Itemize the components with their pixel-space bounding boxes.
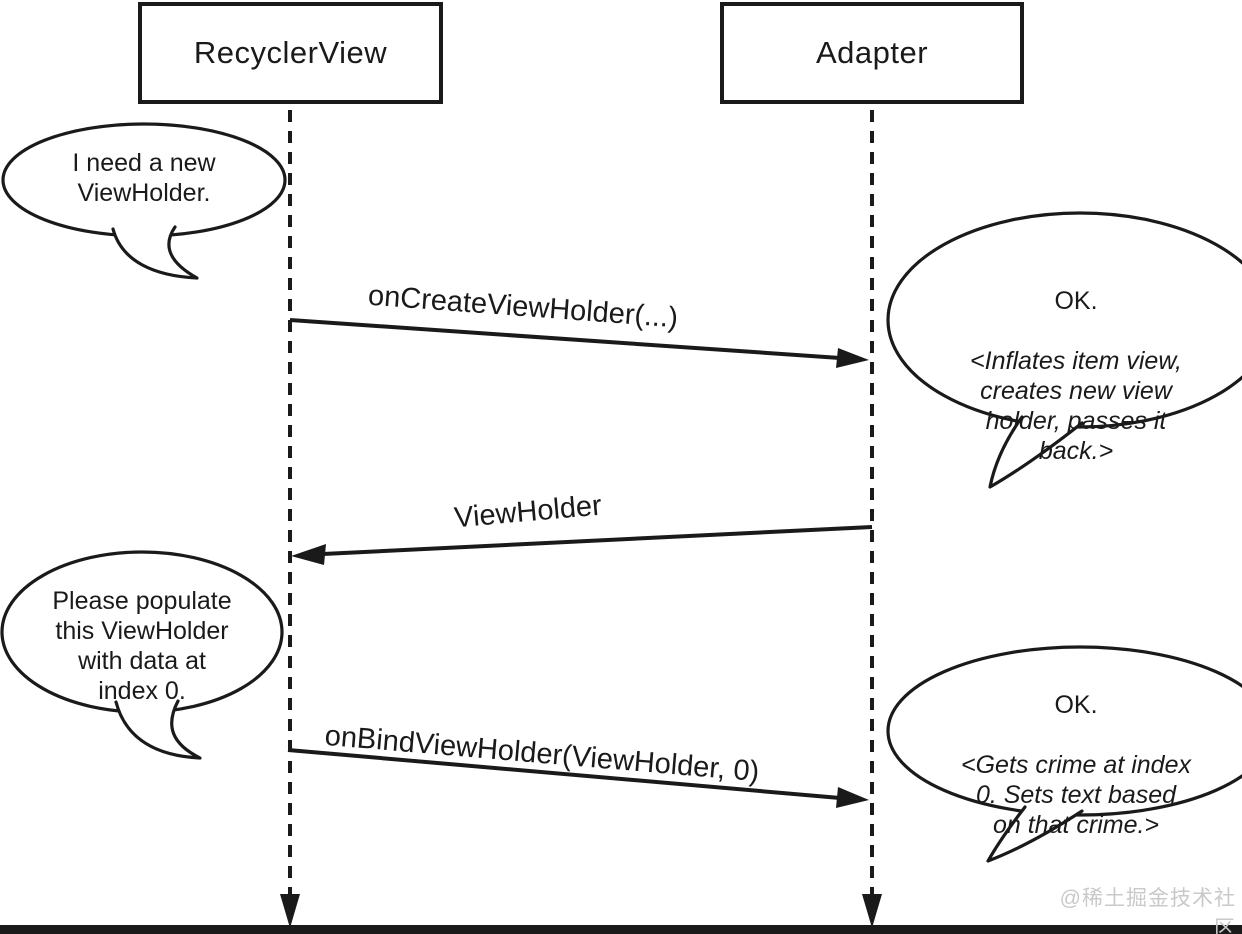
lifeline-adapter-arrowhead-icon	[862, 894, 882, 928]
speech-bubble-tail-icon	[114, 699, 202, 760]
speech-bubble-tail-icon	[111, 225, 199, 280]
speech-bubble-adapter-2	[886, 645, 1242, 817]
message-arrow-onbindviewholder	[287, 748, 841, 800]
actor-label: RecyclerView	[193, 35, 388, 70]
bubble-text-adapter-2: OK. <Gets crime at index 0. Sets text ba…	[925, 660, 1227, 870]
bottom-border-line	[0, 925, 1242, 934]
speech-bubble-tail-icon	[988, 415, 1084, 489]
bubble-ok-line: OK.	[1054, 691, 1098, 719]
bubble-ok-line: OK.	[1054, 287, 1098, 315]
actor-box-adapter: Adapter	[720, 2, 1024, 104]
bubble-detail-line: <Gets crime at index 0. Sets text based …	[961, 751, 1191, 839]
arrowhead-left-icon	[291, 544, 326, 565]
lifeline-recyclerview-arrowhead-icon	[280, 894, 300, 928]
actor-label: Adapter	[815, 35, 929, 70]
watermark: @稀土掘金技术社区	[1059, 887, 1236, 934]
bubble-text-adapter-1: OK. <Inflates item view, creates new vie…	[925, 256, 1227, 496]
message-arrow-viewholder	[322, 525, 873, 556]
arrowhead-right-icon	[836, 787, 869, 808]
arrowhead-right-icon	[836, 348, 869, 368]
speech-bubble-tail-icon	[986, 805, 1084, 863]
bubble-text-recyclerview-2: Please populate this ViewHolder with dat…	[52, 587, 232, 705]
bubble-detail-line: <Inflates item view, creates new view ho…	[970, 347, 1182, 465]
message-arrow-oncreateviewholder	[289, 318, 841, 360]
speech-bubble-adapter-1	[886, 211, 1242, 429]
bubble-text-recyclerview-1: I need a new ViewHolder.	[72, 149, 216, 207]
actor-box-recyclerview: RecyclerView	[138, 2, 443, 104]
